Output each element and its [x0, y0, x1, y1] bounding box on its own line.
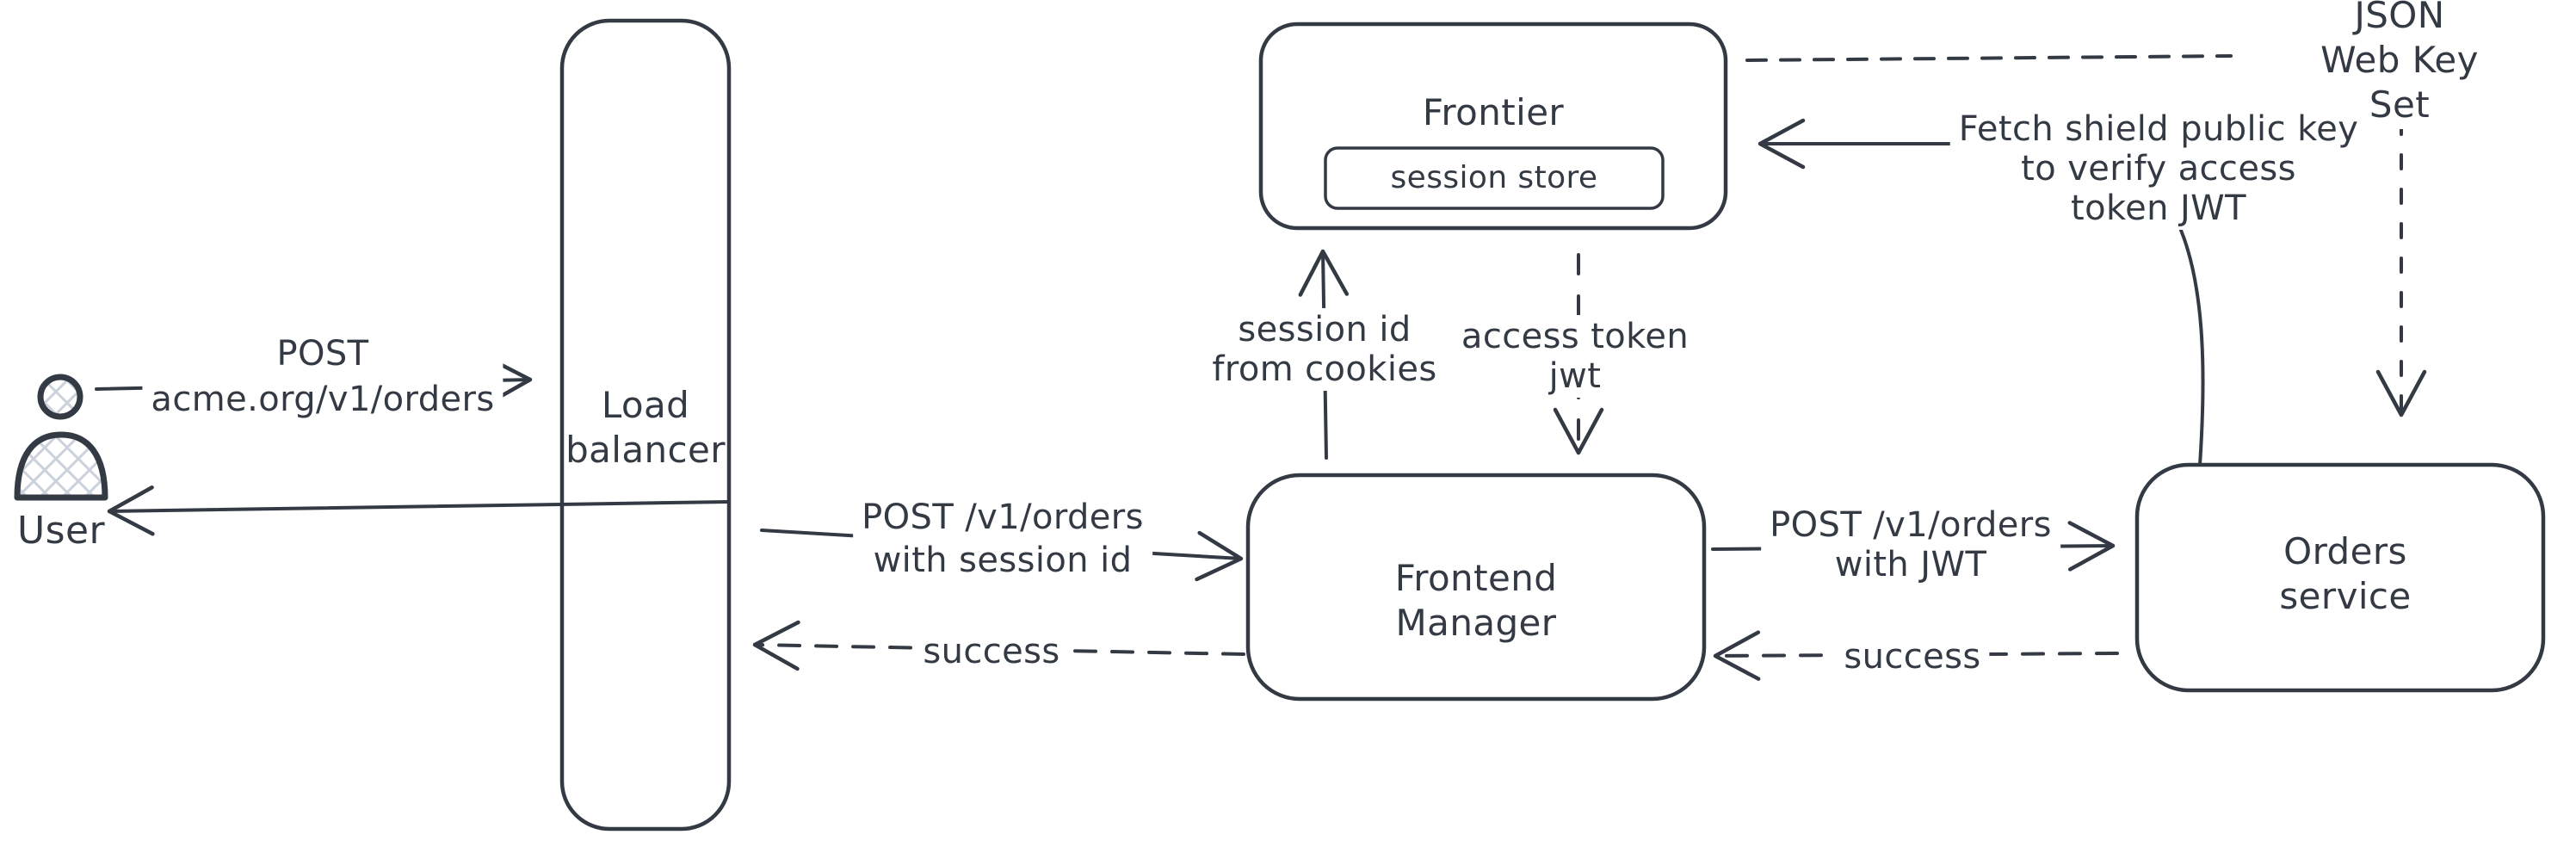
frontend-manager-box	[1245, 473, 1707, 702]
user-icon-body	[14, 431, 108, 501]
edge-label-success-right: success	[1835, 634, 1990, 679]
orders-service-label: Orders service	[2279, 530, 2412, 617]
edge-frontier-to-jwks	[1745, 54, 2233, 62]
load-balancer-label: Load balancer	[565, 384, 726, 471]
session-store-label: session store	[1390, 160, 1598, 195]
frontend-manager-label: Frontend Manager	[1394, 557, 1558, 644]
user-icon-head	[37, 374, 83, 420]
edge-load-balancer-to-user	[107, 485, 729, 536]
user-icon	[14, 374, 108, 501]
orders-service-box	[2134, 462, 2546, 693]
edge-label-post-orders-session-id: POST /v1/orders with session id	[853, 494, 1152, 584]
load-balancer-box	[559, 18, 732, 832]
edge-label-session-id-from-cookies: session id from cookies	[1203, 308, 1446, 391]
edge-label-access-token-jwt: access token jwt	[1452, 315, 1698, 398]
frontier-label: Frontier	[1422, 91, 1565, 133]
session-store-box	[1324, 146, 1665, 210]
edge-label-fetch-shield-public-key: Fetch shield public key to verify access…	[1949, 108, 2368, 230]
edge-label-post-orders-jwt: POST /v1/orders with JWT	[1761, 504, 2060, 586]
edge-label-success-left: success	[914, 629, 1069, 674]
jwks-label: JSON Web Key Set	[2311, 0, 2488, 129]
user-label: User	[17, 509, 105, 553]
edge-label-post-acme-orders: POST acme.org/v1/orders	[142, 330, 503, 424]
edge-frontend-manager-to-load-balancer-success	[752, 620, 1245, 671]
